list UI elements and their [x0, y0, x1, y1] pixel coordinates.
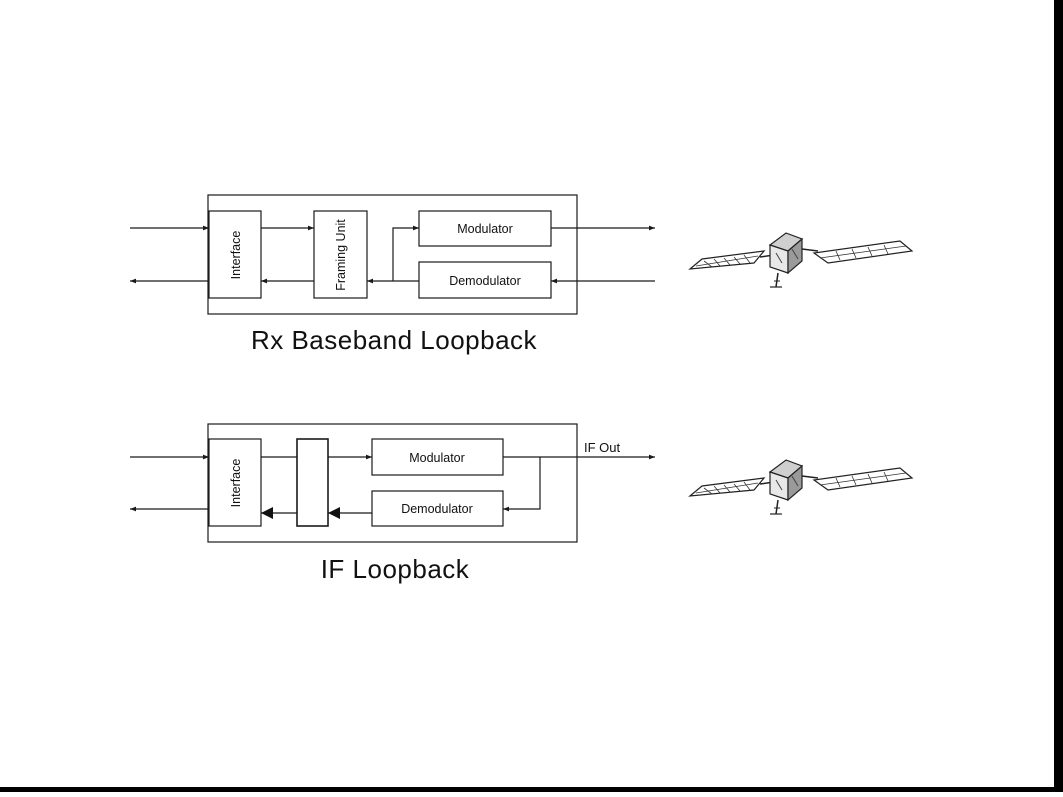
demodulator-label: Demodulator [401, 502, 473, 516]
loop-arrow [392, 225, 419, 281]
interface-label: Interface [229, 459, 243, 508]
framing-unit-label: Framing Unit [334, 219, 348, 291]
if-out-label: IF Out [584, 440, 621, 455]
if-loopback-diagram [130, 423, 655, 543]
modulator-label: Modulator [409, 451, 465, 465]
outer-frame [207, 194, 578, 315]
demodulator-label: Demodulator [449, 274, 521, 288]
unlabeled-block [296, 438, 329, 527]
rx-baseband-diagram [130, 194, 655, 315]
interface-block [208, 438, 262, 527]
modulator-label: Modulator [457, 222, 513, 236]
interface-block [208, 210, 262, 299]
outer-frame [207, 423, 578, 543]
if-loopback-title: IF Loopback [321, 554, 470, 584]
satellite-icon [689, 459, 913, 515]
satellite-icon [689, 232, 913, 288]
slide-border-bottom [0, 787, 1063, 792]
rx-baseband-title: Rx Baseband Loopback [251, 325, 538, 355]
interface-label: Interface [229, 231, 243, 280]
loopback-arrow [503, 457, 541, 512]
slide-border-right [1054, 0, 1063, 792]
framing-unit-block [313, 210, 368, 299]
